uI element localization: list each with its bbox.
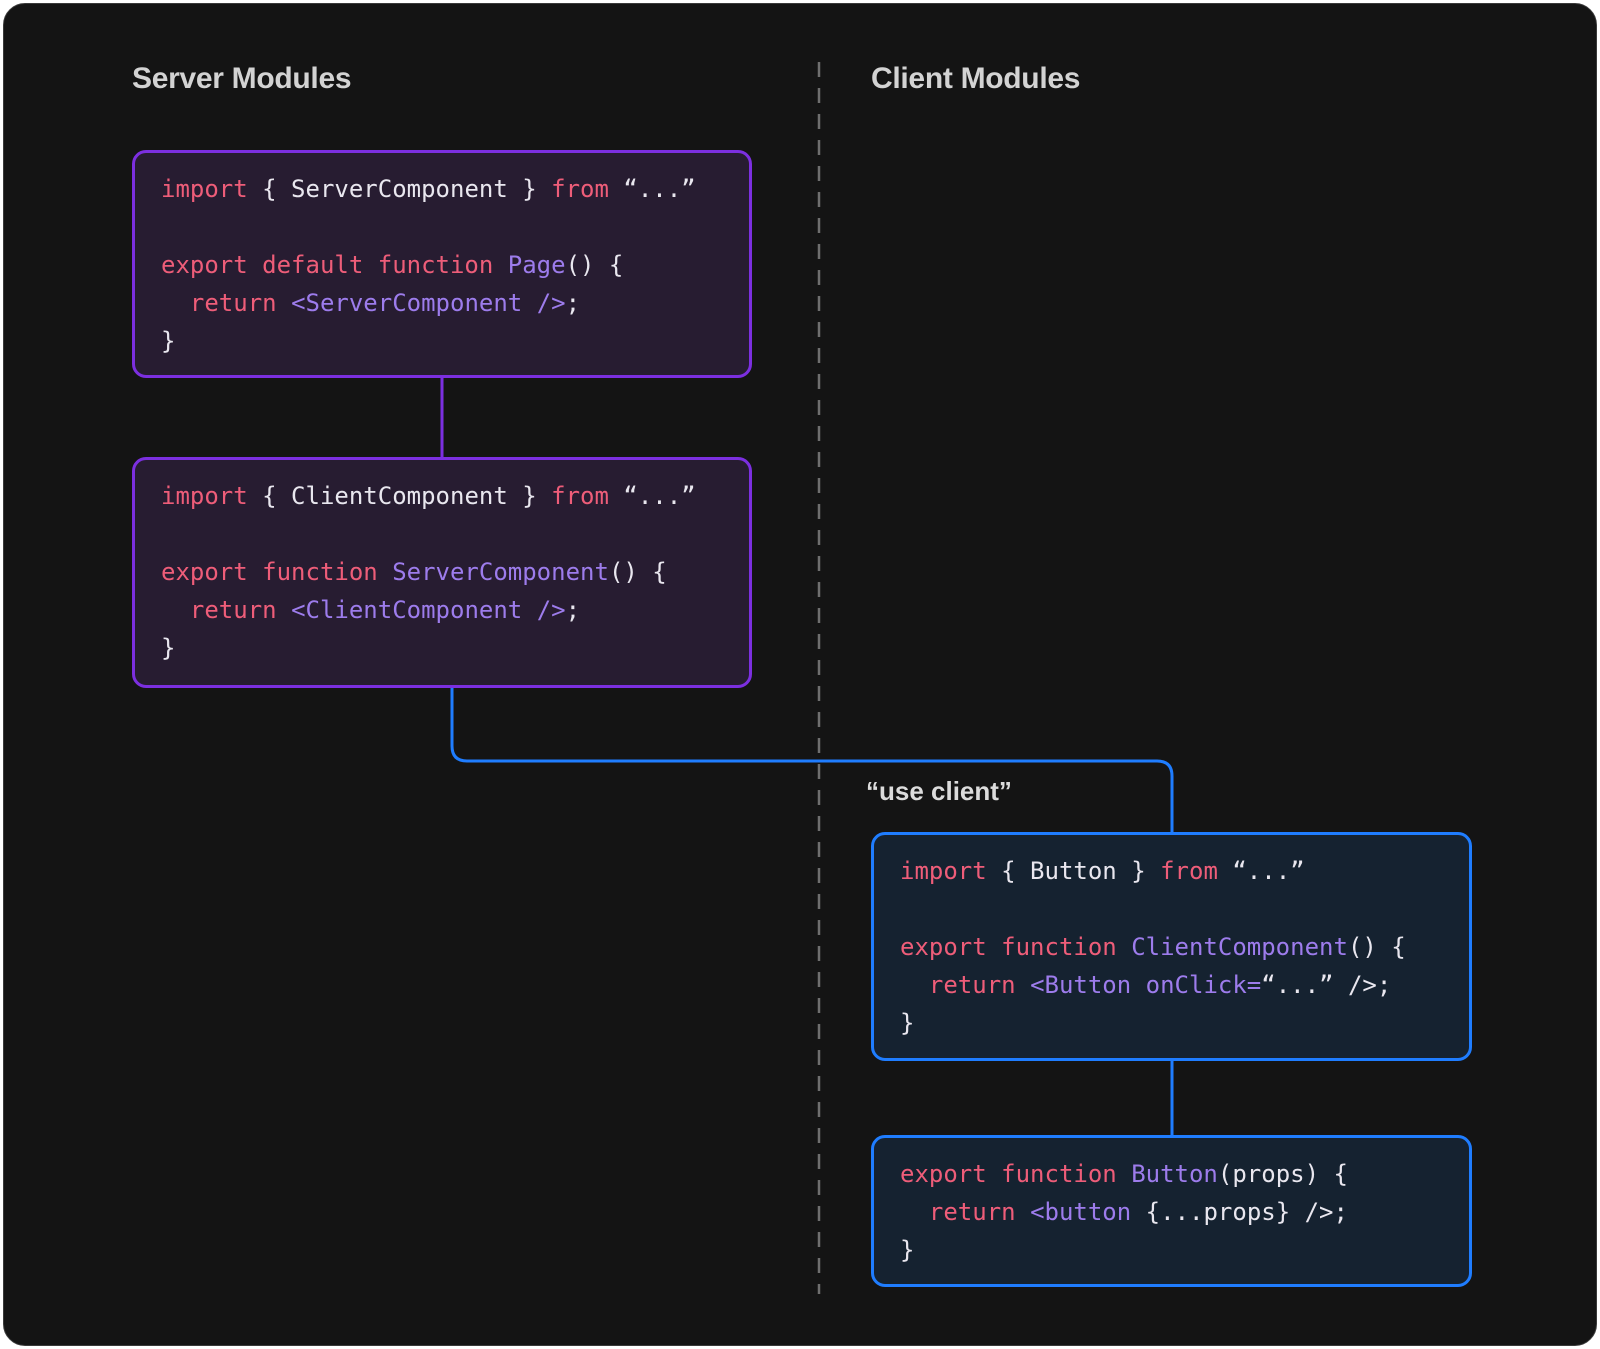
servercomponent-to-clientcomponent-connector: [450, 687, 1174, 833]
code-line: export function Button(props) {: [900, 1160, 1348, 1188]
code-line: import { Button } from “...”: [900, 857, 1305, 885]
client-code-box-clientcomponent: import { Button } from “...” export func…: [871, 832, 1472, 1061]
code-line: return <Button onClick=“...” />;: [928, 971, 1392, 999]
code-line: return <ClientComponent />;: [189, 596, 581, 624]
use-client-directive-label: “use client”: [866, 776, 1012, 806]
code-line: export default function Page() {: [161, 251, 624, 279]
code-line: }: [900, 1009, 915, 1037]
server-code-box-page: import { ServerComponent } from “...” ex…: [132, 150, 752, 378]
code-line: [161, 515, 723, 553]
code-line: import { ServerComponent } from “...”: [161, 175, 696, 203]
code-line: export function ClientComponent() {: [900, 933, 1406, 961]
code-line: export function ServerComponent() {: [161, 558, 667, 586]
diagram-panel: Server Modules Client Modules “use clien…: [3, 3, 1597, 1346]
client-modules-heading: Client Modules: [871, 62, 1081, 95]
code-line: return <button {...props} />;: [928, 1198, 1348, 1226]
code-line: [900, 890, 1443, 928]
code-line: }: [900, 1236, 915, 1264]
server-code-box-servercomponent: import { ClientComponent } from “...” ex…: [132, 457, 752, 688]
code-line: import { ClientComponent } from “...”: [161, 482, 696, 510]
server-modules-heading: Server Modules: [132, 62, 352, 95]
code-line: }: [161, 327, 176, 355]
code-line: [161, 208, 723, 246]
code-line: return <ServerComponent />;: [189, 289, 581, 317]
client-code-box-button: export function Button(props) { return <…: [871, 1135, 1472, 1287]
code-line: }: [161, 634, 176, 662]
